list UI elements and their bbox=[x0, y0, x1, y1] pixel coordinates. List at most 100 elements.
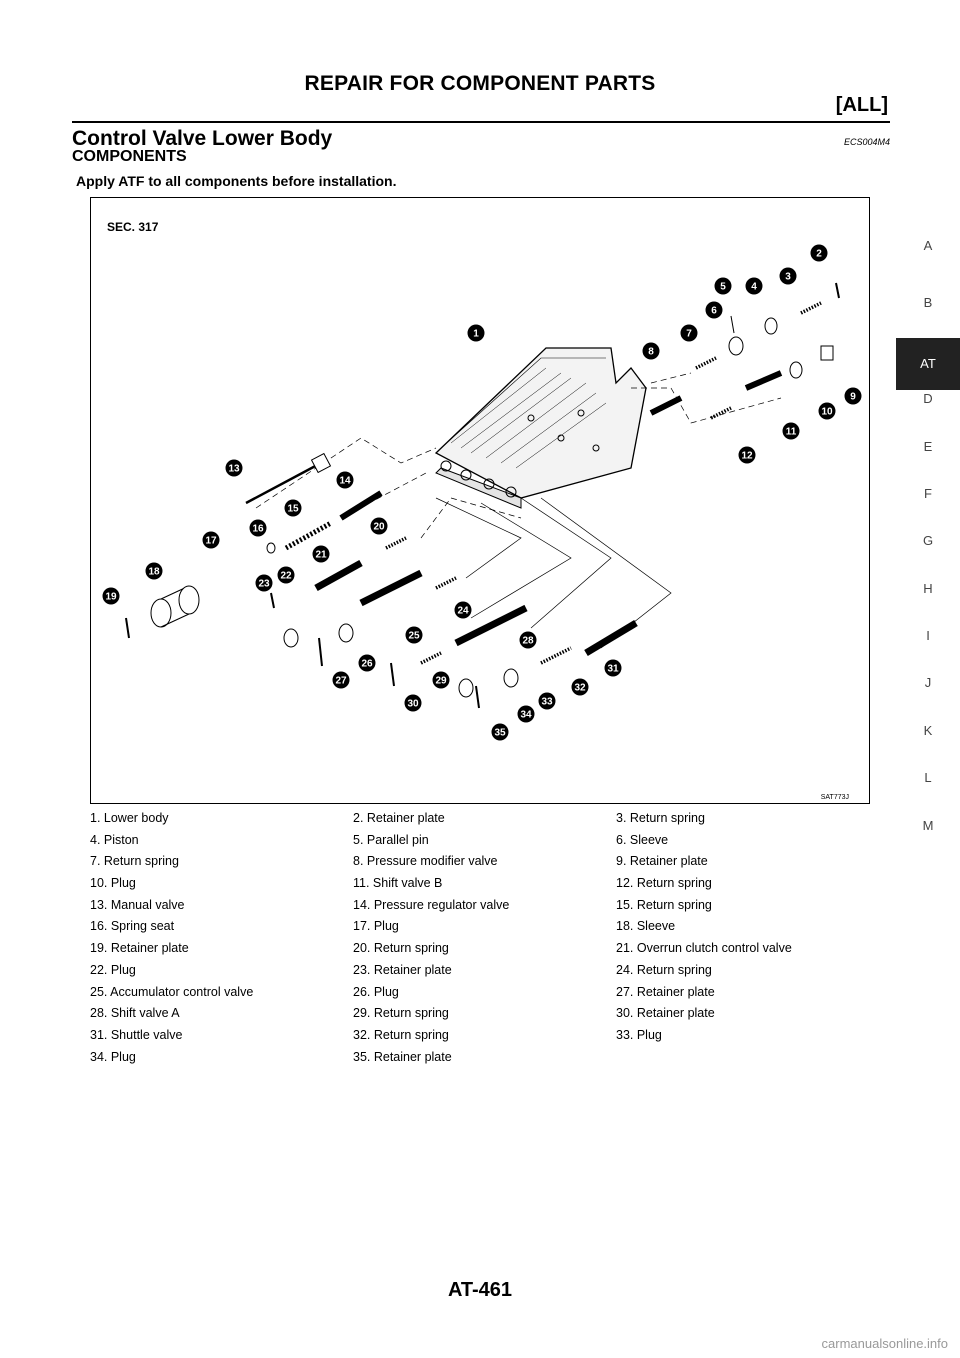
legend-item: 1. Lower body bbox=[90, 811, 169, 825]
svg-text:35: 35 bbox=[494, 728, 506, 739]
callout-3: 3 bbox=[779, 267, 797, 285]
callout-6: 6 bbox=[705, 301, 723, 319]
callout-13: 13 bbox=[225, 459, 243, 477]
svg-text:26: 26 bbox=[361, 659, 373, 670]
callout-32: 32 bbox=[571, 678, 589, 696]
svg-text:9: 9 bbox=[850, 392, 856, 403]
callout-33: 33 bbox=[538, 692, 556, 710]
svg-text:13: 13 bbox=[228, 464, 240, 475]
subsection-title: COMPONENTS bbox=[72, 148, 187, 165]
legend-item: 18. Sleeve bbox=[616, 919, 676, 934]
section-index-i[interactable]: I bbox=[926, 628, 930, 643]
svg-text:8: 8 bbox=[648, 347, 654, 358]
svg-text:14: 14 bbox=[339, 476, 351, 487]
svg-text:27: 27 bbox=[335, 676, 347, 687]
legend-item: 30. Retainer plate bbox=[616, 1006, 715, 1021]
figure-code: SAT773J bbox=[820, 794, 849, 801]
legend-item: 34. Plug bbox=[90, 1049, 136, 1064]
section-index-d[interactable]: D bbox=[923, 391, 933, 406]
callout-17: 17 bbox=[202, 531, 220, 549]
legend-item: 27. Retainer plate bbox=[616, 984, 715, 999]
lower-body-shape bbox=[434, 347, 647, 499]
svg-text:34: 34 bbox=[520, 710, 532, 721]
svg-text:7: 7 bbox=[686, 329, 692, 340]
callout-29: 29 bbox=[432, 671, 450, 689]
svg-text:19: 19 bbox=[105, 592, 117, 603]
callout-7: 7 bbox=[680, 324, 698, 342]
callout-11: 11 bbox=[782, 422, 800, 440]
svg-text:29: 29 bbox=[435, 676, 447, 687]
legend-item: 32. Return spring bbox=[353, 1027, 449, 1042]
svg-text:10: 10 bbox=[821, 407, 833, 418]
svg-text:18: 18 bbox=[148, 567, 160, 578]
section-index-k[interactable]: K bbox=[923, 723, 933, 738]
legend-item: 9. Retainer plate bbox=[616, 854, 708, 869]
svg-text:20: 20 bbox=[373, 522, 385, 533]
installation-note: Apply ATF to all components before insta… bbox=[76, 173, 397, 189]
legend-item: 2. Retainer plate bbox=[353, 811, 445, 825]
svg-text:2: 2 bbox=[816, 249, 822, 260]
callout-21: 21 bbox=[312, 545, 330, 563]
callout-22: 22 bbox=[277, 566, 295, 584]
section-index-at[interactable]: AT bbox=[896, 338, 960, 390]
section-index-m[interactable]: M bbox=[922, 818, 934, 833]
legend-item: 3. Return spring bbox=[616, 811, 705, 825]
legend-item: 33. Plug bbox=[616, 1027, 662, 1042]
legend-item: 19. Retainer plate bbox=[90, 941, 189, 956]
legend-item: 25. Accumulator control valve bbox=[90, 984, 254, 999]
legend-item: 4. Piston bbox=[90, 832, 139, 847]
exploded-diagram: SEC. 317 bbox=[90, 197, 870, 804]
page-number: AT-461 bbox=[447, 1279, 513, 1301]
legend-item: 22. Plug bbox=[90, 962, 136, 977]
callout-5: 5 bbox=[714, 277, 732, 295]
callout-4: 4 bbox=[745, 277, 763, 295]
section-index-h[interactable]: H bbox=[923, 581, 933, 596]
section-index-f[interactable]: F bbox=[924, 486, 932, 501]
legend-item: 14. Pressure regulator valve bbox=[353, 897, 510, 912]
callout-16: 16 bbox=[249, 519, 267, 537]
callout-34: 34 bbox=[517, 705, 535, 723]
legend-item: 23. Retainer plate bbox=[353, 962, 452, 977]
legend-item: 26. Plug bbox=[353, 984, 399, 999]
svg-text:31: 31 bbox=[607, 664, 619, 675]
callout-10: 10 bbox=[818, 402, 836, 420]
header-divider bbox=[72, 121, 890, 123]
svg-text:21: 21 bbox=[315, 550, 327, 561]
callout-8: 8 bbox=[642, 342, 660, 360]
section-index-b[interactable]: B bbox=[923, 295, 933, 310]
section-index-l[interactable]: L bbox=[924, 770, 932, 785]
legend-item: 24. Return spring bbox=[616, 962, 712, 977]
svg-text:16: 16 bbox=[252, 524, 264, 535]
callout-35: 35 bbox=[491, 723, 509, 741]
callout-9: 9 bbox=[844, 387, 862, 405]
section-index-g[interactable]: G bbox=[922, 533, 934, 548]
legend-item: 20. Return spring bbox=[353, 941, 449, 956]
section-index-j[interactable]: J bbox=[924, 675, 932, 690]
svg-text:33: 33 bbox=[541, 697, 553, 708]
page-header-subtitle: [ALL] bbox=[835, 94, 888, 116]
callout-19: 19 bbox=[102, 587, 120, 605]
svg-text:24: 24 bbox=[457, 606, 469, 617]
callout-18: 18 bbox=[145, 562, 163, 580]
svg-text:15: 15 bbox=[287, 504, 299, 515]
legend-item: 5. Parallel pin bbox=[353, 832, 429, 847]
svg-text:11: 11 bbox=[786, 427, 797, 438]
callout-31: 31 bbox=[604, 659, 622, 677]
section-code: ECS004M4 bbox=[843, 137, 890, 147]
callout-25: 25 bbox=[405, 626, 423, 644]
svg-text:32: 32 bbox=[574, 683, 586, 694]
legend-item: 6. Sleeve bbox=[616, 832, 669, 847]
figure-section-label: SEC. 317 bbox=[107, 220, 159, 234]
svg-text:17: 17 bbox=[205, 536, 217, 547]
svg-text:28: 28 bbox=[522, 636, 534, 647]
legend-item: 15. Return spring bbox=[616, 897, 712, 912]
callout-24: 24 bbox=[454, 601, 472, 619]
page-header-title: REPAIR FOR COMPONENT PARTS bbox=[304, 72, 656, 95]
svg-text:4: 4 bbox=[751, 282, 757, 293]
legend-item: 7. Return spring bbox=[90, 854, 179, 869]
section-index-e[interactable]: E bbox=[923, 439, 933, 454]
legend-item: 28. Shift valve A bbox=[90, 1006, 180, 1021]
section-index-a[interactable]: A bbox=[923, 238, 933, 253]
callout-28: 28 bbox=[519, 631, 537, 649]
callout-23: 23 bbox=[255, 574, 273, 592]
